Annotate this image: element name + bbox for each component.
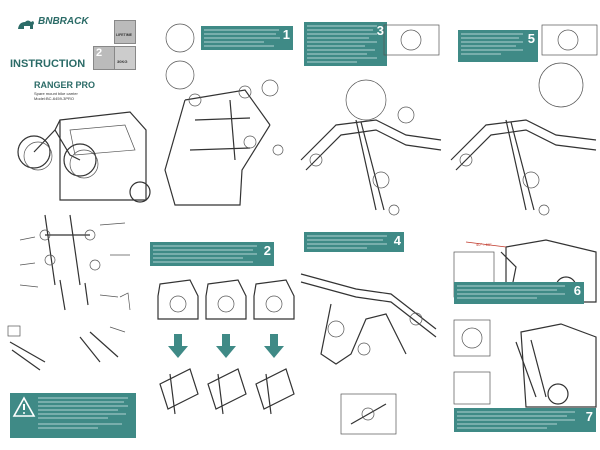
badge-warranty: LIFETIME <box>114 20 136 44</box>
warning-panel <box>10 393 136 438</box>
step-2: 2 <box>150 232 295 450</box>
step-6-number: 6 <box>573 283 581 298</box>
product-name: RANGER PRO <box>34 80 96 90</box>
step-4-text-box: 4 <box>304 232 404 252</box>
step-6-7: 40° - 60° 6 7 <box>446 232 600 450</box>
step-2-text-box: 2 <box>150 242 274 266</box>
step-6-text-box: 6 <box>454 282 584 304</box>
parts-diagram <box>19 214 131 311</box>
product-model: Model:BC-6459-3PRO <box>34 96 75 101</box>
step-7-text-box: 7 <box>454 408 596 432</box>
step-1-number: 1 <box>282 27 290 42</box>
step-3-illustration <box>300 24 442 216</box>
step-7-text-lines <box>457 411 575 429</box>
step-3-text-box: 3 <box>304 22 387 66</box>
step-4-text-lines <box>307 235 387 249</box>
badge-warranty-text: LIFETIME <box>116 33 132 37</box>
badge-bikes-number: 2 <box>96 47 103 59</box>
step-4-number: 4 <box>393 233 401 248</box>
step-7-illustration <box>453 319 597 408</box>
step-3: 3 <box>296 0 444 230</box>
step-5: 5 <box>446 0 600 230</box>
car-with-bikes-illustration <box>17 111 151 203</box>
brand-logo: BNBRACK <box>16 14 89 34</box>
straps-diagram <box>7 325 126 371</box>
step-3-number: 3 <box>376 23 384 38</box>
step-6-text-lines <box>457 285 565 299</box>
section-title: INSTRUCTION <box>10 58 86 70</box>
step-7-number: 7 <box>585 409 593 424</box>
step-2-number: 2 <box>263 243 271 258</box>
product-subtitle: Spare mount bike carrier <box>34 91 78 96</box>
step-2-illustration <box>157 279 295 415</box>
cover-column: BNBRACK 2 LIFETIME 30KG INSTRUCTION RANG… <box>0 0 151 450</box>
step-3-text-lines <box>307 25 377 63</box>
bear-icon <box>18 20 34 29</box>
step-4: 4 <box>296 232 444 450</box>
step-5-number: 5 <box>527 31 535 46</box>
badge-weight: 30KG <box>114 46 136 70</box>
step-4-illustration <box>300 273 437 435</box>
step-1-text-lines <box>204 29 280 47</box>
logo-text: BNBRACK <box>38 16 89 27</box>
warning-icon <box>12 396 36 417</box>
step-5-illustration <box>450 24 598 216</box>
step-2-text-lines <box>153 245 257 263</box>
warning-text-lines <box>38 397 128 429</box>
step-1-text-box: 1 <box>201 26 293 50</box>
step-5-text-lines <box>461 33 523 55</box>
step-1-illustration <box>164 23 284 206</box>
badge-weight-text: 30KG <box>117 59 128 64</box>
step-5-text-box: 5 <box>458 30 538 62</box>
step-1: 1 <box>150 0 295 230</box>
badge-bikes: 2 <box>93 46 115 70</box>
